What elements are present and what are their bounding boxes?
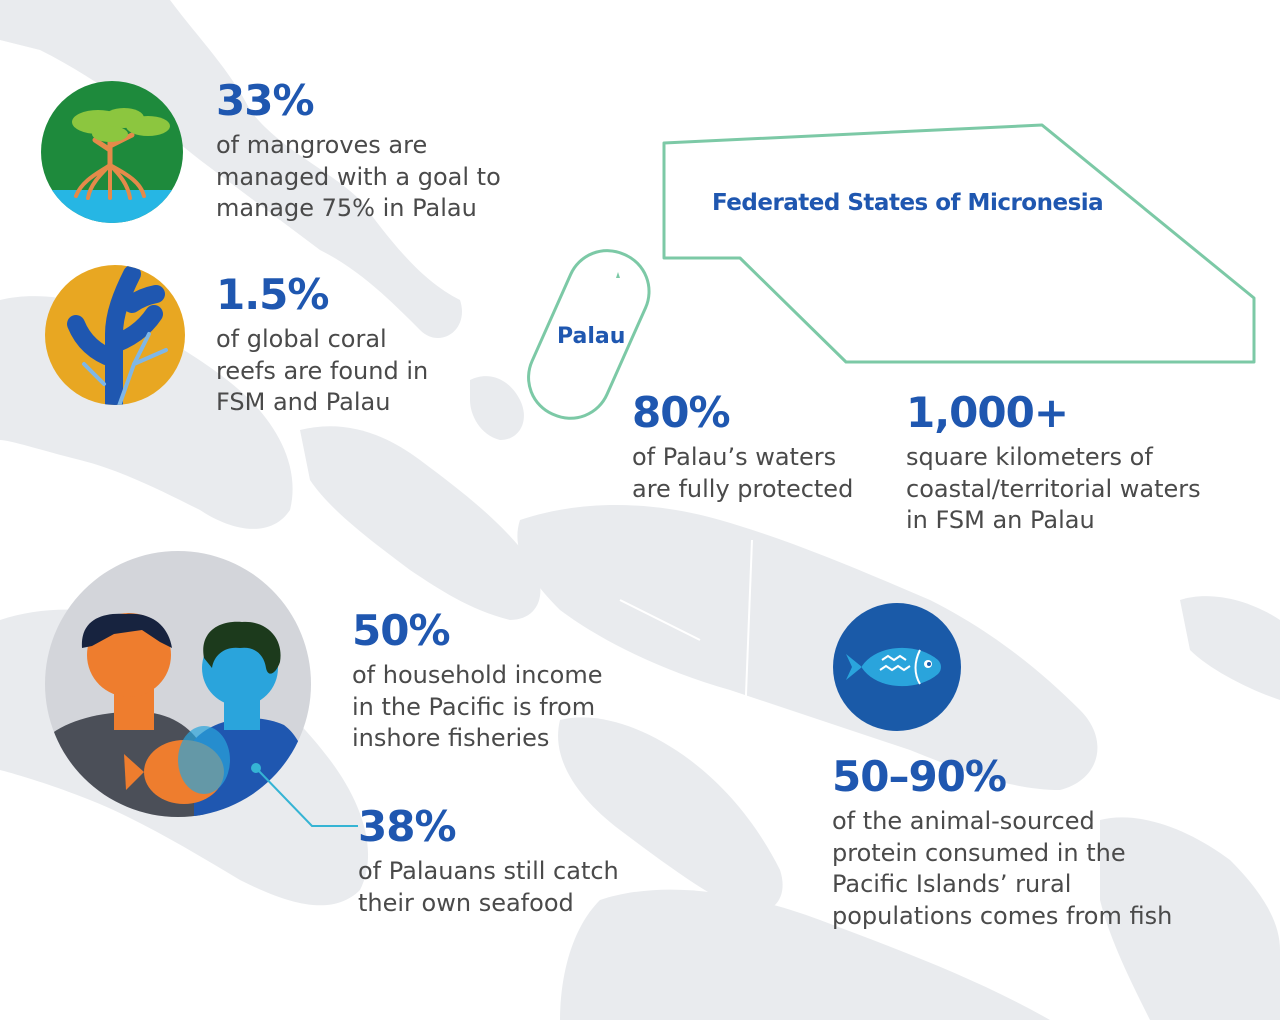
stat-coral: 1.5% of global coral reefs are found in …	[216, 272, 428, 419]
fsm-region-outline	[662, 123, 1256, 364]
stat-description: of household income in the Pacific is fr…	[352, 661, 603, 752]
palau-label: Palau	[557, 324, 626, 349]
stat-value: 33%	[216, 76, 315, 125]
callout-line	[251, 763, 358, 827]
stat-value: 80%	[632, 388, 731, 437]
stat-description: square kilometers of coastal/territorial…	[906, 443, 1201, 534]
stat-description: of Palauans still catch their own seafoo…	[358, 857, 619, 917]
coral-icon	[45, 265, 185, 405]
stat-mangroves: 33% of mangroves are managed with a goal…	[216, 78, 501, 225]
stat-value: 1.5%	[216, 270, 329, 319]
stat-palau-waters: 80% of Palau’s waters are fully protecte…	[632, 390, 853, 505]
stat-protein: 50–90% of the animal-sourced protein con…	[832, 754, 1172, 932]
mangrove-tree-icon	[41, 81, 183, 223]
stat-value: 50%	[352, 606, 451, 655]
stat-value: 50–90%	[832, 752, 1007, 801]
fsm-label: Federated States of Micronesia	[712, 190, 1104, 216]
stat-value: 38%	[358, 802, 457, 851]
stat-description: of the animal-sourced protein consumed i…	[832, 807, 1173, 930]
stat-palauans-catch: 38% of Palauans still catch their own se…	[358, 804, 619, 919]
palau-region-outline	[527, 249, 651, 420]
fish-icon	[833, 603, 961, 731]
stat-description: of mangroves are managed with a goal to …	[216, 131, 501, 222]
stat-description: of global coral reefs are found in FSM a…	[216, 325, 429, 416]
stat-coastal-waters: 1,000+ square kilometers of coastal/terr…	[906, 390, 1201, 537]
stat-household-income: 50% of household income in the Pacific i…	[352, 608, 602, 755]
stat-description: of Palau’s waters are fully protected	[632, 443, 854, 503]
stat-value: 1,000+	[906, 388, 1069, 437]
